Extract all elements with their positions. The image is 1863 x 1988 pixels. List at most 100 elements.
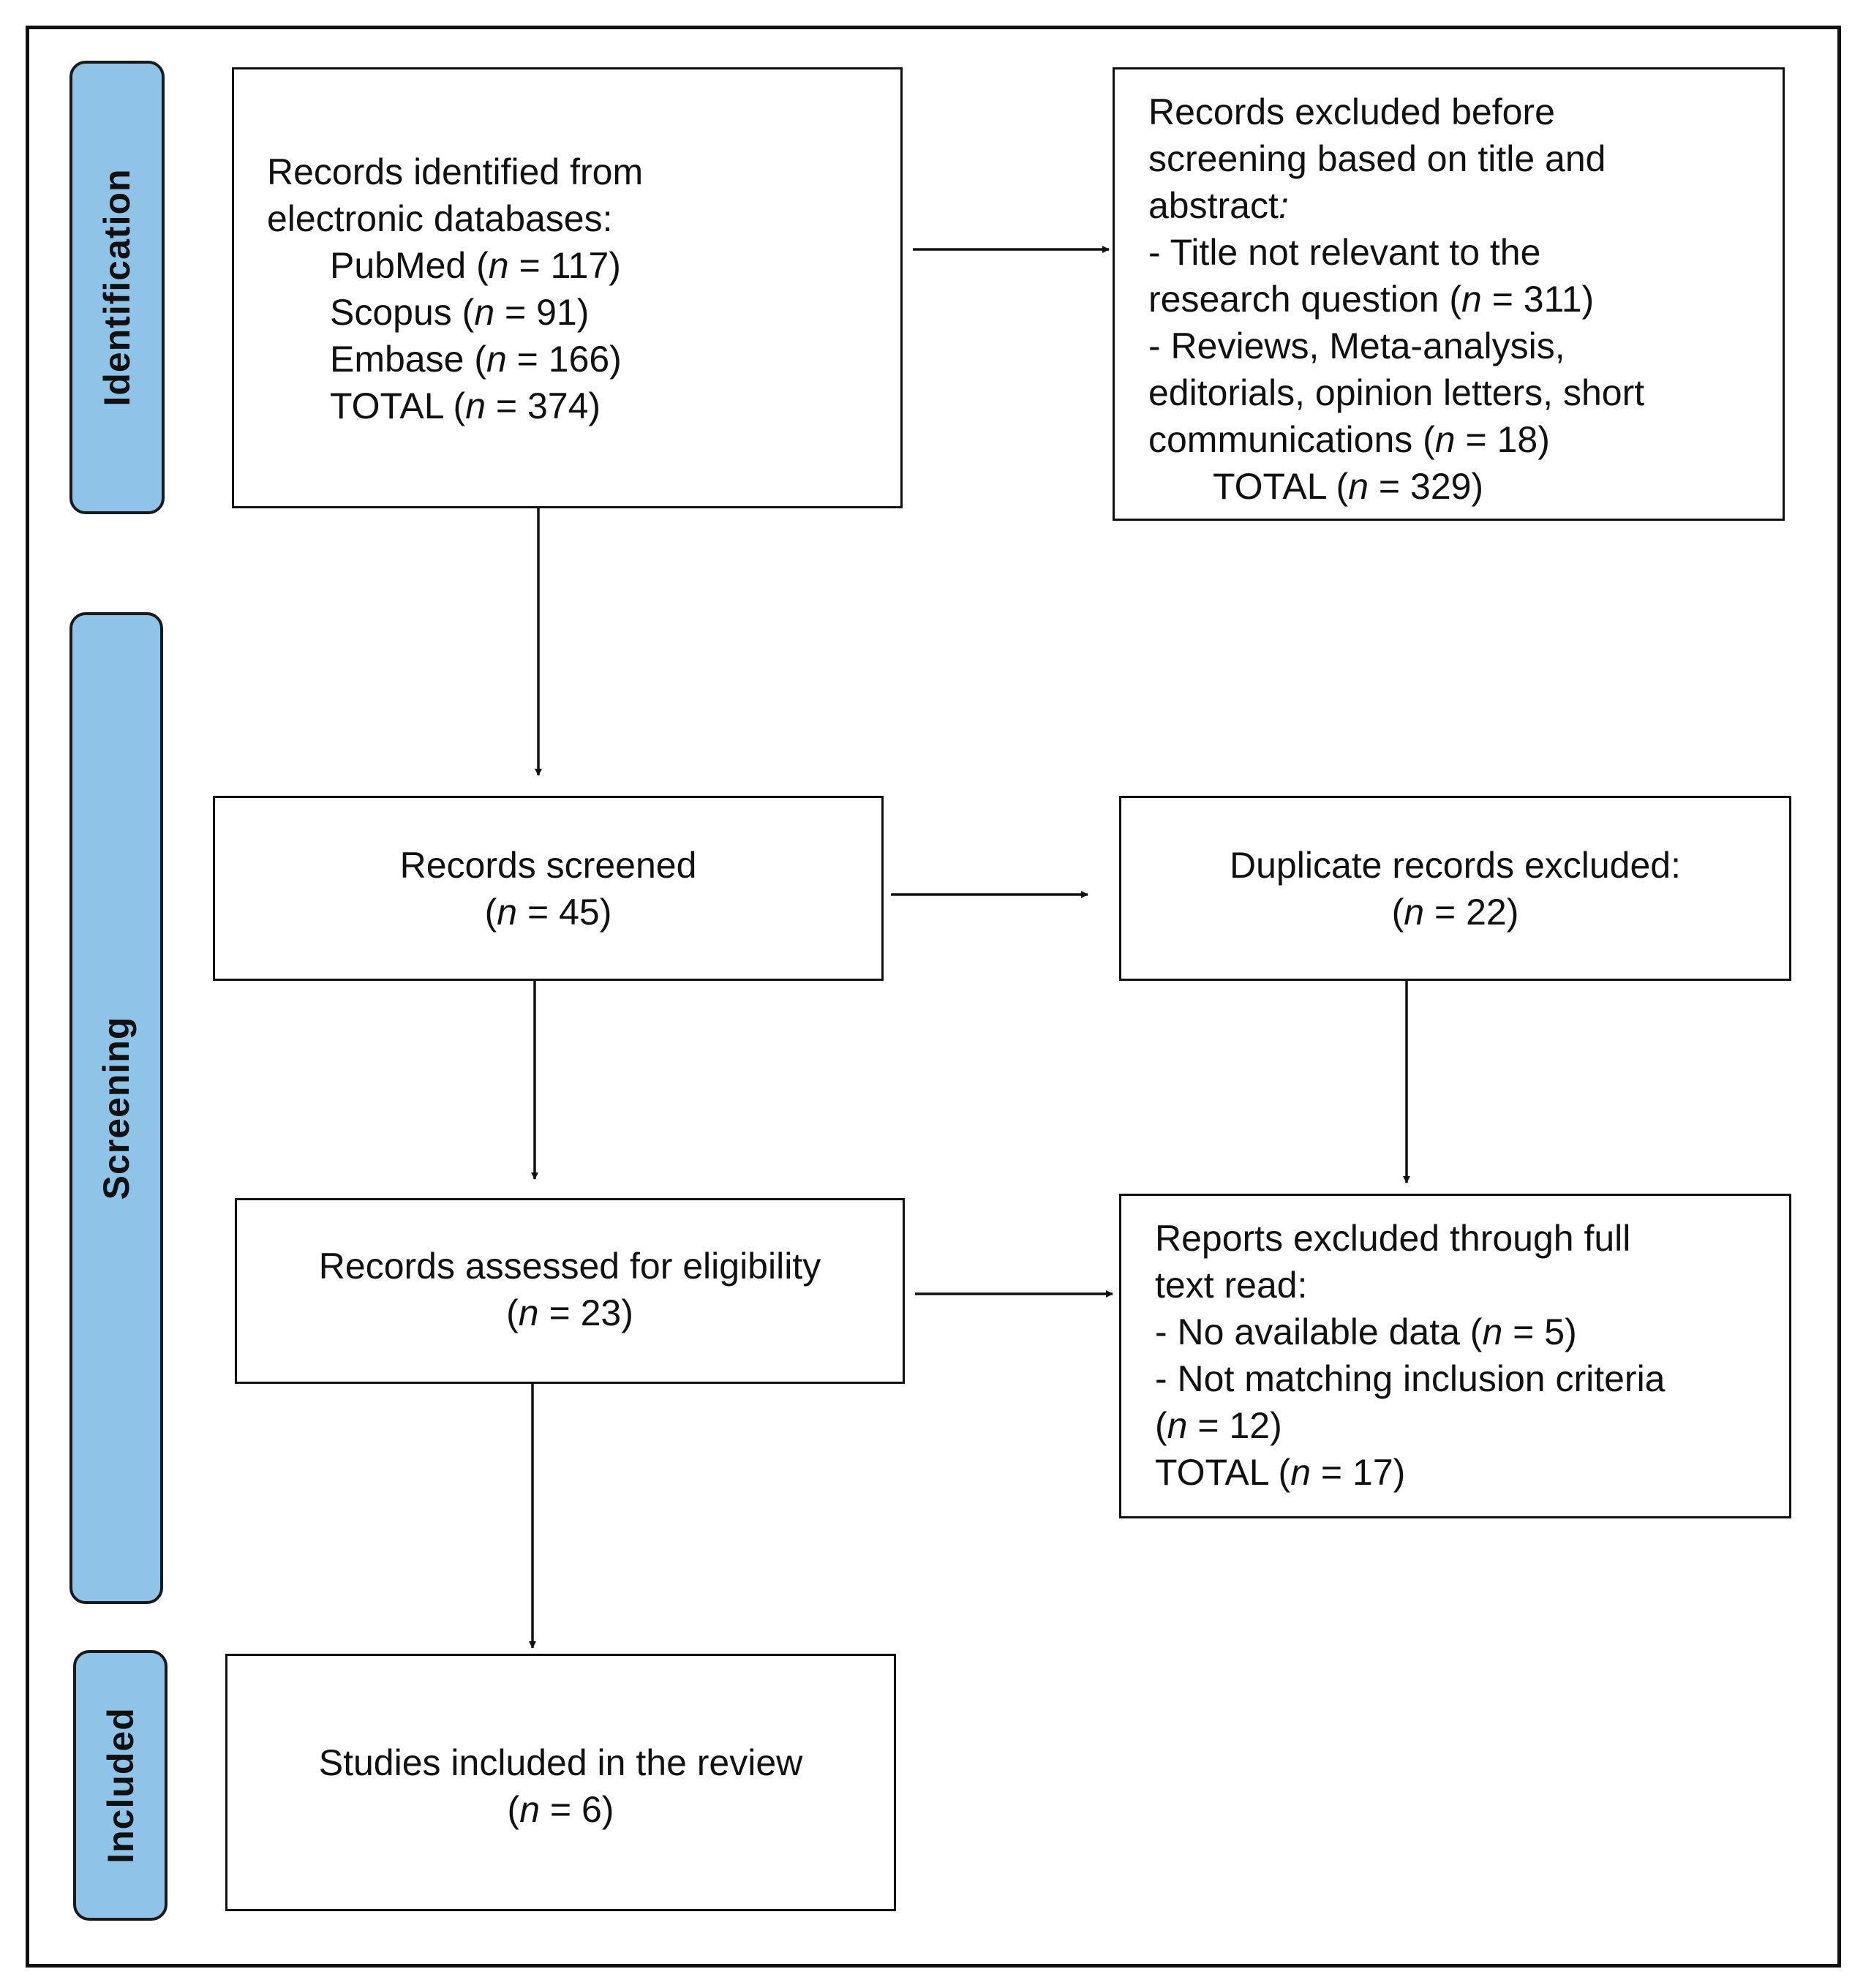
text: communications ( (1148, 419, 1435, 460)
text-line: - No available data (n = 5) (1155, 1309, 1666, 1355)
text-line: TOTAL (n = 17) (1155, 1449, 1666, 1496)
italic-text: n (465, 385, 486, 426)
text: = 45) (517, 892, 612, 933)
italic-text: n (519, 1789, 540, 1830)
text-line: - Reviews, Meta-analysis, (1148, 323, 1644, 369)
stage-included: Included (73, 1650, 168, 1921)
stage-identification: Identification (69, 61, 165, 514)
italic-text: n (1167, 1405, 1188, 1446)
text-line: (n = 23) (237, 1289, 903, 1336)
text: Duplicate records excluded: (1230, 845, 1681, 886)
text: Studies included in the review (318, 1742, 803, 1783)
box-text: Records screened(n = 45) (215, 842, 881, 935)
text-line: (n = 45) (215, 889, 881, 935)
text: editorials, opinion letters, short (1148, 372, 1645, 413)
text: TOTAL ( (1213, 466, 1349, 507)
text: = 17) (1311, 1452, 1406, 1493)
text: ( (1155, 1405, 1167, 1446)
text-line: Records identified from (267, 148, 643, 195)
text-line: Duplicate records excluded: (1121, 842, 1789, 889)
text: Embase ( (330, 339, 486, 380)
text: = 18) (1455, 419, 1550, 460)
box-records-assessed: Records assessed for eligibility(n = 23) (235, 1198, 905, 1384)
text-line: (n = 22) (1121, 889, 1789, 935)
stage-screening: Screening (69, 612, 163, 1604)
text: text read: (1155, 1265, 1308, 1306)
text: = 5) (1502, 1311, 1577, 1352)
text-line: communications (n = 18) (1148, 416, 1644, 463)
text-line: TOTAL (n = 374) (267, 383, 643, 429)
text: abstract (1148, 185, 1279, 226)
box-duplicate-records-excluded: Duplicate records excluded:(n = 22) (1119, 796, 1791, 981)
text: ( (506, 1292, 519, 1333)
text-line: Reports excluded through full (1155, 1215, 1666, 1262)
text-line: Embase (n = 166) (267, 336, 643, 383)
text: = 166) (506, 339, 622, 380)
box-studies-included: Studies included in the review(n = 6) (225, 1654, 896, 1911)
text-line: editorials, opinion letters, short (1148, 369, 1644, 416)
text: ( (1391, 892, 1404, 933)
text-line: Studies included in the review (227, 1739, 894, 1786)
text: Reports excluded through full (1155, 1218, 1631, 1259)
italic-text: n (1404, 892, 1425, 933)
italic-text: n (474, 292, 495, 333)
text: = 6) (540, 1789, 614, 1830)
text-line: PubMed (n = 117) (267, 242, 643, 289)
text-line: screening based on title and (1148, 135, 1644, 182)
text: TOTAL ( (1155, 1452, 1291, 1493)
text-line: research question (n = 311) (1148, 276, 1644, 323)
italic-text: n (1348, 466, 1369, 507)
box-text: Records assessed for eligibility(n = 23) (237, 1243, 903, 1336)
text: - Reviews, Meta-analysis, (1148, 325, 1565, 366)
box-records-screened: Records screened(n = 45) (213, 796, 884, 981)
text-line: Scopus (n = 91) (267, 289, 643, 336)
text: Records assessed for eligibility (318, 1246, 821, 1287)
box-records-identified: Records identified from electronic databa… (232, 67, 903, 508)
text: ( (484, 892, 497, 933)
text-line: electronic databases: (267, 195, 643, 242)
text: = 374) (486, 385, 601, 426)
italic-text: n (1434, 419, 1456, 460)
text: - No available data ( (1155, 1311, 1483, 1352)
text: Records screened (399, 845, 697, 886)
italic-text: n (1461, 279, 1482, 320)
text-line: abstract: (1148, 182, 1644, 229)
text: = 22) (1424, 892, 1519, 933)
text: Records excluded before (1148, 91, 1555, 132)
text: = 91) (494, 292, 590, 333)
italic-text: n (1482, 1311, 1503, 1352)
text-line: text read: (1155, 1262, 1666, 1309)
italic-text: n (1290, 1452, 1311, 1493)
italic-text: n (497, 892, 518, 933)
text-line: (n = 12) (1155, 1402, 1666, 1449)
text: - Not matching inclusion criteria (1155, 1358, 1666, 1399)
box-text: Records identified from electronic databa… (267, 148, 643, 429)
text: TOTAL ( (330, 385, 466, 426)
text: electronic databases: (267, 198, 613, 239)
text: - Title not relevant to the (1148, 232, 1541, 273)
text: PubMed ( (330, 245, 489, 286)
text: = 311) (1481, 279, 1595, 320)
text: = 117) (508, 245, 621, 286)
text-line: Records screened (215, 842, 881, 889)
text: = 23) (538, 1292, 633, 1333)
italic-text: n (486, 339, 507, 380)
text-line: (n = 6) (227, 1786, 894, 1833)
text-line: Records assessed for eligibility (237, 1243, 903, 1289)
text-line: Records excluded before (1148, 89, 1644, 135)
box-text: Duplicate records excluded:(n = 22) (1121, 842, 1789, 935)
italic-text: n (488, 245, 509, 286)
text: Records identified from (267, 151, 644, 192)
text-line: - Not matching inclusion criteria (1155, 1355, 1666, 1402)
text-line: TOTAL (n = 329) (1148, 463, 1644, 510)
text: ( (507, 1789, 520, 1830)
text: research question ( (1148, 279, 1462, 320)
text-line: - Title not relevant to the (1148, 229, 1644, 276)
text: Scopus ( (330, 292, 475, 333)
box-text: Studies included in the review(n = 6) (227, 1739, 894, 1833)
